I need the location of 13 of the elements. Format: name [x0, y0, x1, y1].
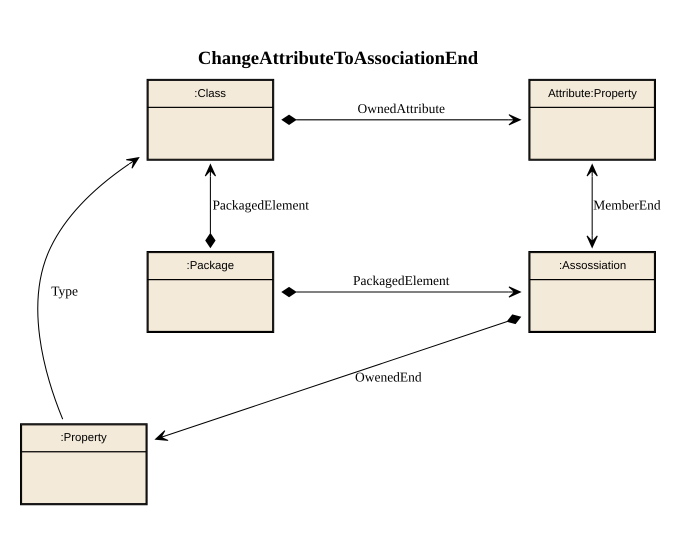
edge-label: OwenedEnd	[355, 369, 422, 384]
arrow	[281, 114, 521, 125]
arrow	[204, 164, 216, 248]
edge-label: PackagedElement	[353, 272, 450, 288]
arrow	[281, 286, 521, 298]
arrow	[37, 156, 140, 419]
diagram-title: ChangeAttributeToAssociationEnd	[198, 48, 478, 69]
edge-label: PackagedElement	[212, 196, 309, 212]
edge-label: MemberEnd	[593, 196, 661, 212]
arrow	[155, 314, 522, 440]
edge-label: OwnedAttribute	[358, 100, 446, 116]
edge-label: Type	[51, 283, 78, 298]
arrow	[586, 164, 598, 248]
